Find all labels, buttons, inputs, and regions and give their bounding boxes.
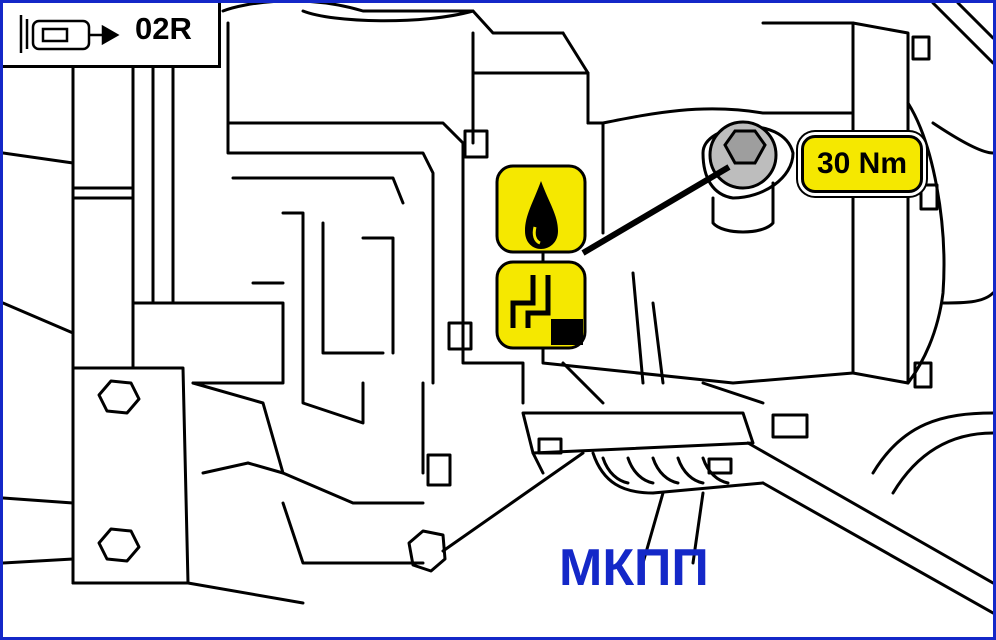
- torque-badge: 30 Nm: [801, 135, 923, 193]
- oil-drop-icon: [495, 164, 587, 254]
- vehicle-code: 02R: [135, 11, 192, 46]
- vehicle-code-box: 02R: [3, 3, 221, 68]
- transmission-illustration: [3, 3, 993, 615]
- leader-line: [581, 164, 731, 256]
- car-underside-icon: [19, 15, 120, 53]
- transmission-caption: МКПП: [559, 539, 709, 597]
- drain-plug: [708, 120, 778, 190]
- torque-value: 30 Nm: [816, 147, 908, 180]
- drain-plug-icon: [495, 260, 587, 350]
